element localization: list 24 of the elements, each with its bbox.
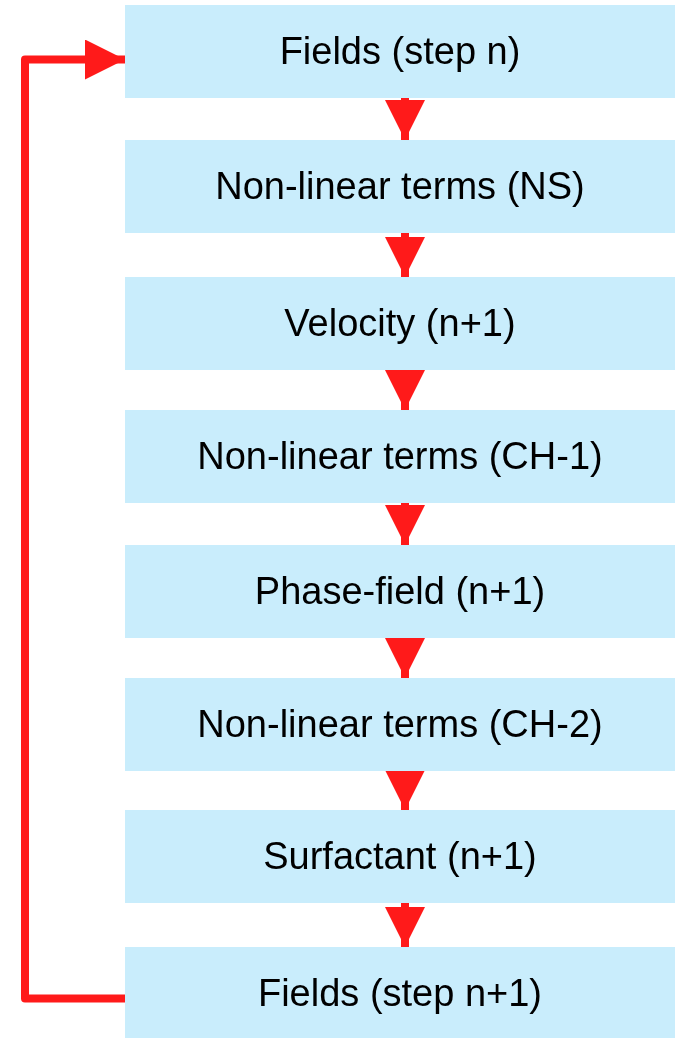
arrow [385,233,425,277]
box-label: Fields (step n+1) [257,972,543,1015]
box-label: Surfactant (n+1) [263,835,537,878]
process-box [125,545,675,638]
arrow [385,370,425,410]
box-label: Non-linear terms (NS) [215,165,585,208]
process-box [125,140,675,233]
box-label: Non-linear terms (CH-1) [197,435,603,478]
process-box [125,277,675,370]
process-box [125,410,675,503]
box-label: Non-linear terms (CH-2) [197,703,603,746]
process-box [125,810,675,903]
arrow [21,39,125,1003]
box-label: Fields (step n) [279,30,521,73]
process-box [125,678,675,771]
process-box [125,947,675,1038]
process-box [125,5,675,98]
arrow [385,503,425,545]
arrow [385,638,425,678]
box-label: Velocity (n+1) [284,302,516,345]
arrow [385,98,425,140]
box-label: Phase-field (n+1) [254,570,546,613]
arrow [385,770,425,810]
arrow [385,903,425,947]
